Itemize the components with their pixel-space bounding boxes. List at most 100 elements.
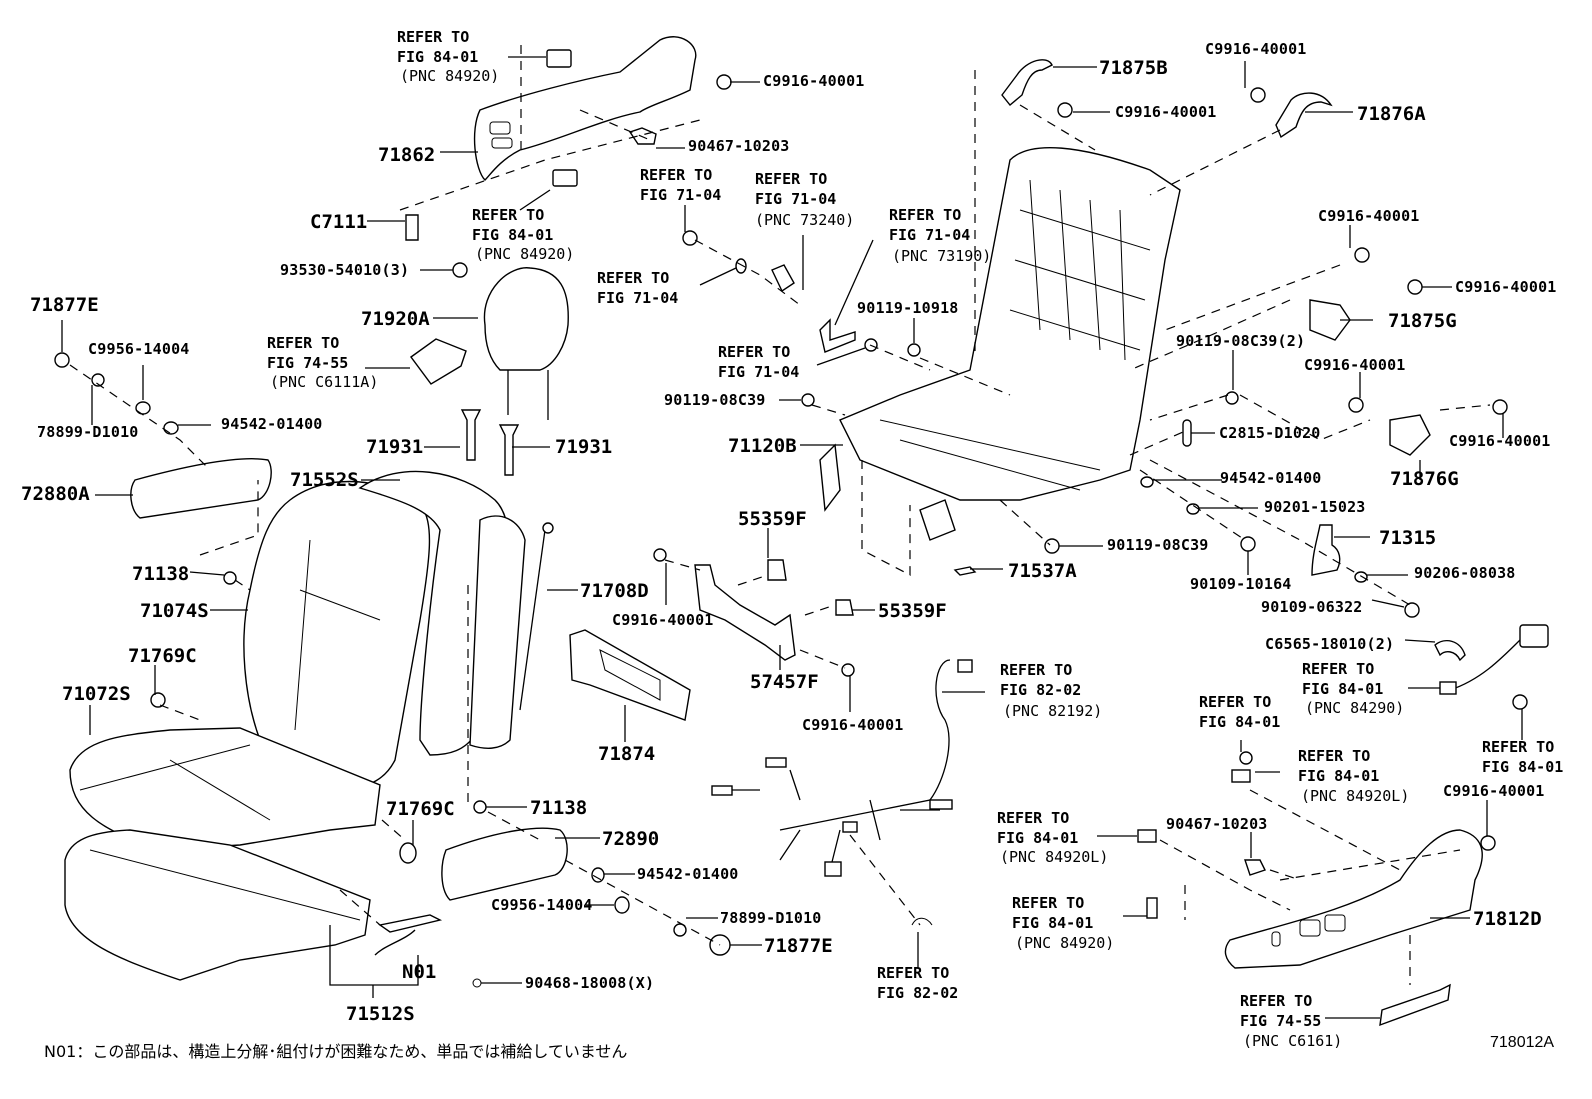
part-number-label[interactable]: 71537A [1008,560,1077,582]
ref-label-line[interactable]: (PNC 84290) [1305,699,1404,717]
part-number-label[interactable]: 71074S [140,600,209,622]
part-number-label[interactable]: 55359F [878,600,947,622]
screw-c9916-m1[interactable] [653,548,667,562]
part-number-label[interactable]: 71874 [598,743,655,765]
nut-71138-l[interactable] [223,571,237,585]
ref-label-line[interactable]: FIG 84-01 [1199,713,1280,731]
part-c2815[interactable] [1182,419,1192,447]
part-71072s-cushion-cover[interactable] [69,727,381,851]
part-72880a-armrest[interactable] [130,458,272,519]
part-71315[interactable] [1311,524,1341,576]
ref-label-line[interactable]: FIG 71-04 [755,190,836,208]
screw-c9916-r2[interactable] [1407,279,1423,295]
screw-ref-84-01-b[interactable] [1239,751,1253,765]
part-number-label[interactable]: C9916-40001 [763,72,865,90]
part-connector-84290[interactable] [1519,624,1549,648]
ref-label-line[interactable]: FIG 71-04 [718,363,799,381]
part-90467-top[interactable] [628,127,657,145]
bolt-78899-l[interactable] [91,373,105,387]
ref-label-line[interactable]: REFER TO [889,206,961,224]
ref-label-line[interactable]: (PNC 84920) [400,67,499,85]
part-buckle[interactable] [771,264,795,293]
bolt-90109-10164[interactable] [1240,536,1256,552]
ref-label-line[interactable]: (PNC 84920) [475,245,574,263]
part-switch-84290[interactable] [1439,681,1457,695]
part-switch-84920l-a[interactable] [1231,769,1251,783]
part-n01-wire[interactable] [374,914,443,956]
part-71875b[interactable] [1001,59,1053,106]
washer-90206[interactable] [1354,571,1368,583]
label-55359f-a[interactable] [767,559,787,581]
screw-ref-84-01[interactable] [1512,694,1528,710]
part-number-label[interactable]: 90119-08C39(2) [1176,332,1305,350]
part-number-label[interactable]: C2815-D1020 [1219,424,1321,442]
ref-label-line[interactable]: REFER TO [1000,661,1072,679]
part-number-label[interactable]: 90119-08C39 [1107,536,1209,554]
part-number-label[interactable]: 71512S [346,1003,415,1025]
part-number-label[interactable]: 78899-D1010 [720,909,822,927]
ref-label-line[interactable]: REFER TO [1240,992,1312,1010]
ref-label-line[interactable]: (PNC C6161) [1243,1032,1342,1050]
part-number-label[interactable]: 71315 [1379,527,1436,549]
ref-label-line[interactable]: FIG 84-01 [1482,758,1563,776]
part-number-label[interactable]: 72890 [602,828,659,850]
screw-c9916-top[interactable] [716,74,732,90]
part-number-label[interactable]: 71769C [386,798,455,820]
part-number-label[interactable]: 71072S [62,683,131,705]
part-number-label[interactable]: 71876A [1357,103,1426,125]
part-tag-c6111a[interactable] [410,338,467,385]
ref-label-line[interactable]: (PNC 84920) [1015,934,1114,952]
ref-label-line[interactable]: REFER TO [640,166,712,184]
part-number-label[interactable]: 71812D [1473,908,1542,930]
part-number-label[interactable]: 90119-08C39 [664,391,766,409]
screw-c9916-r3[interactable] [1348,397,1364,413]
ref-label-line[interactable]: (PNC 73190) [892,247,991,265]
part-71120b-frame[interactable] [839,147,1181,501]
ref-label-line[interactable]: FIG 84-01 [1012,914,1093,932]
ref-label-line[interactable]: REFER TO [1012,894,1084,912]
screw-c9916-r4[interactable] [1492,399,1508,415]
part-anchor[interactable] [819,318,856,353]
part-number-label[interactable]: C9916-40001 [1304,356,1406,374]
part-number-label[interactable]: C9956-14004 [491,896,593,914]
part-number-label[interactable]: C9916-40001 [1115,103,1217,121]
part-number-label[interactable]: 71877E [764,935,833,957]
part-number-label[interactable]: C9916-40001 [1443,782,1545,800]
ref-label-line[interactable]: REFER TO [1482,738,1554,756]
ref-label-line[interactable]: REFER TO [755,170,827,188]
part-71512s-cushion-pad[interactable] [64,829,371,981]
screw-c9916-m2[interactable] [841,663,855,677]
ref-label-line[interactable]: REFER TO [597,269,669,287]
part-number-label[interactable]: C9916-40001 [612,611,714,629]
part-number-label[interactable]: 71138 [530,797,587,819]
part-switch-84920-br[interactable] [1146,897,1158,919]
part-number-label[interactable]: 71138 [132,563,189,585]
clip-71769c-l[interactable] [150,692,166,708]
part-number-label[interactable]: 90467-10203 [688,137,790,155]
part-number-label[interactable]: 94542-01400 [1220,469,1322,487]
ref-label-line[interactable]: REFER TO [877,964,949,982]
part-number-label[interactable]: 71875G [1388,310,1457,332]
washer-c9956-b[interactable] [614,896,630,914]
part-switch-84920l-b[interactable] [1137,829,1157,843]
part-72890-armrest[interactable] [441,827,568,901]
ref-label-line[interactable]: (PNC 73240) [755,211,854,229]
ref-label-line[interactable]: REFER TO [997,809,1069,827]
part-wire-harness[interactable] [730,659,951,871]
part-71875g[interactable] [1309,299,1351,341]
cap-71877e-l[interactable] [54,352,70,368]
part-71876a[interactable] [1275,92,1333,139]
bolt-78899-b[interactable] [673,923,687,937]
part-57457f-bracket[interactable] [694,564,796,661]
clip-c6565[interactable] [1434,639,1466,662]
part-number-label[interactable]: N01 [402,961,436,983]
screw-90119-08c39-2[interactable] [1225,391,1239,405]
part-90467-br[interactable] [1244,859,1266,876]
ref-label-line[interactable]: REFER TO [1302,660,1374,678]
bolt-ref-71-04[interactable] [682,230,698,246]
part-number-label[interactable]: C9916-40001 [1205,40,1307,58]
ref-label-line[interactable]: FIG 74-55 [267,354,348,372]
part-switch-top[interactable] [546,49,572,68]
ref-label-line[interactable]: REFER TO [472,206,544,224]
part-number-label[interactable]: 71931 [366,436,423,458]
